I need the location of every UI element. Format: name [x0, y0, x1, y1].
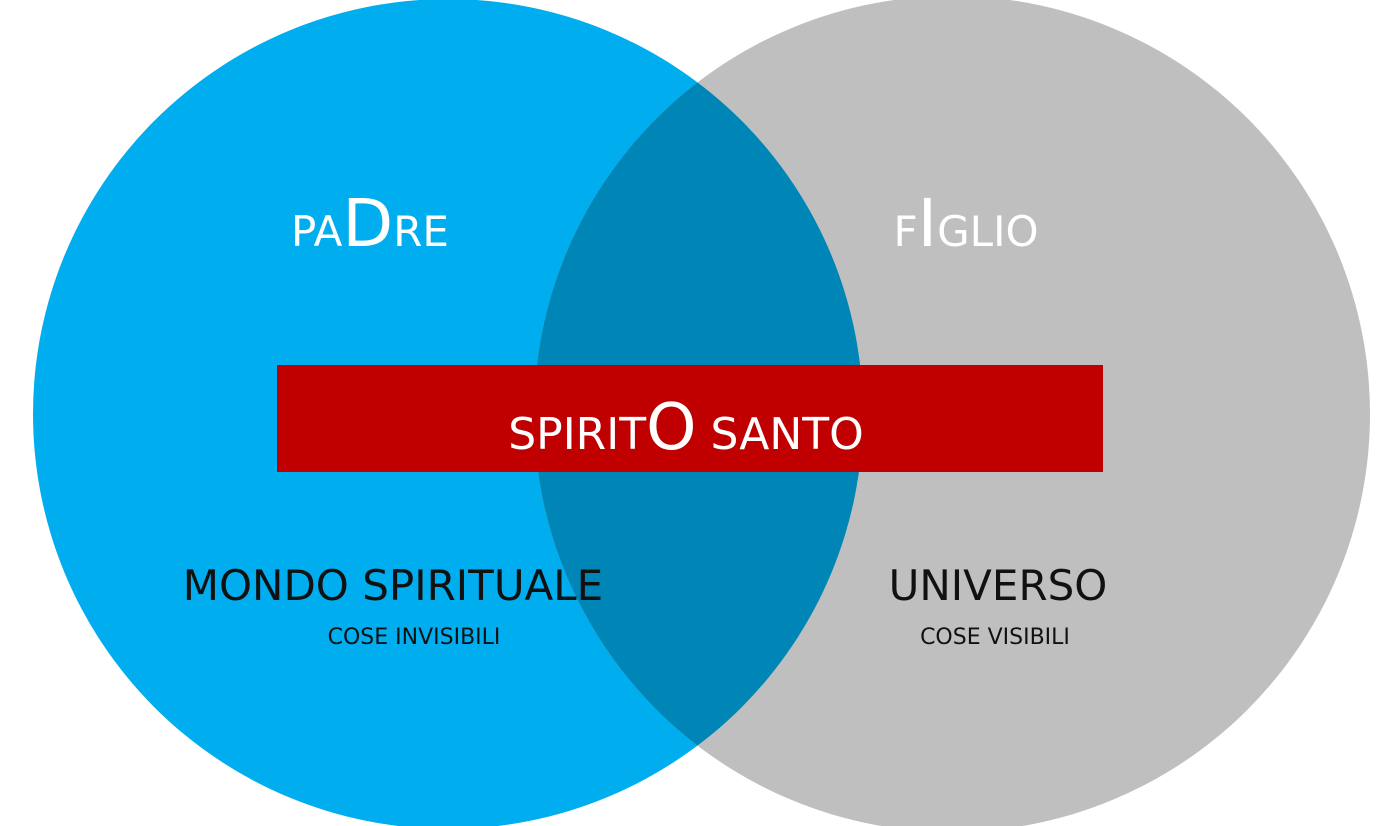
- banner-text-highlight: O: [646, 391, 696, 465]
- figlio-title-end: GLIO: [937, 207, 1038, 256]
- banner-text-end: SANTO: [696, 409, 863, 460]
- cose-invisibili-label: COSE INVISIBILI: [328, 625, 501, 650]
- figlio-title-highlight: I: [918, 185, 937, 262]
- cose-visibili-label: COSE VISIBILI: [920, 625, 1070, 650]
- overlap-region: [534, 0, 863, 826]
- banner-text-start: SPIRIT: [508, 409, 646, 460]
- spirito-santo-label: SPIRITO SANTO: [508, 391, 864, 465]
- padre-title: PADRE: [291, 185, 449, 262]
- padre-title-end: RE: [393, 207, 449, 256]
- padre-title-start: PA: [291, 207, 343, 256]
- figlio-title: FIGLIO: [893, 185, 1038, 262]
- spirito-santo-banner: [277, 365, 1103, 472]
- mondo-spirituale-label: MONDO SPIRITUALE: [183, 561, 603, 610]
- universo-label: UNIVERSO: [889, 561, 1108, 610]
- figlio-title-start: F: [893, 207, 917, 256]
- padre-title-highlight: D: [342, 185, 393, 262]
